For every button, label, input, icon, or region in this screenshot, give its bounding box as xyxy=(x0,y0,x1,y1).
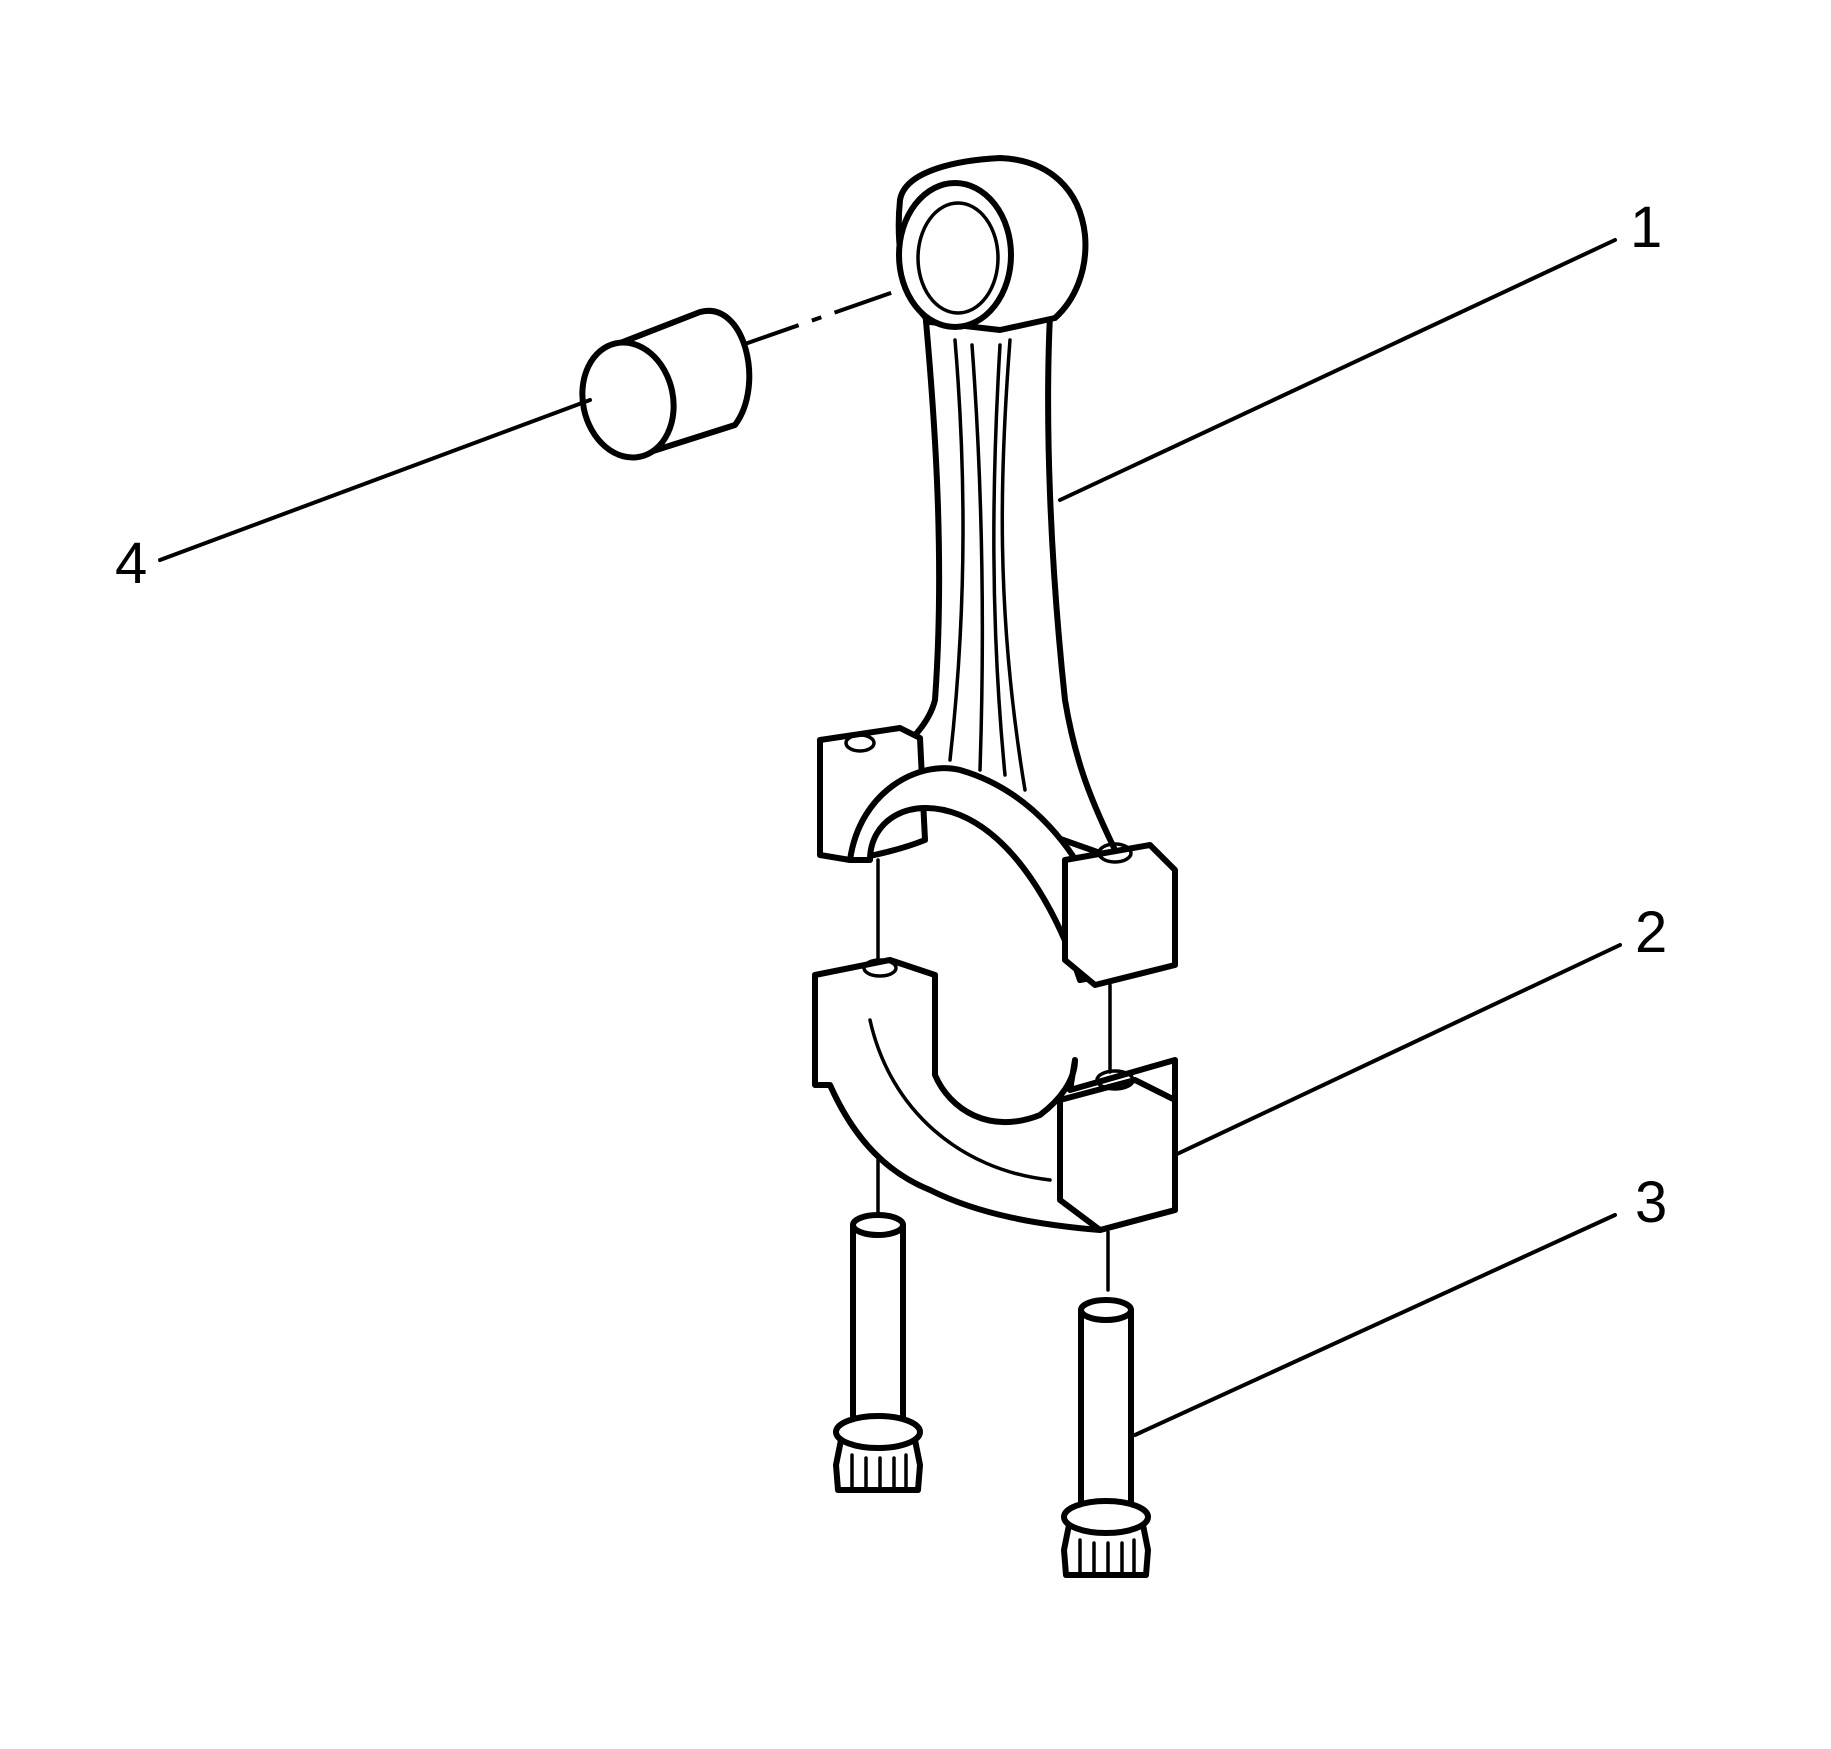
callout-1: 1 xyxy=(1630,195,1662,260)
connecting-rod-bolt-left xyxy=(833,1212,923,1493)
connecting-rod xyxy=(817,155,1178,988)
piston-pin-bushing xyxy=(579,307,753,461)
leader-line-3 xyxy=(1133,1213,1617,1437)
callout-4: 4 xyxy=(115,531,147,596)
connecting-rod-cap xyxy=(812,957,1178,1233)
callout-3: 3 xyxy=(1635,1170,1667,1235)
leader-line-4 xyxy=(158,398,592,562)
leader-line-2 xyxy=(1173,943,1622,1157)
connecting-rod-bolt-right xyxy=(1061,1297,1151,1578)
callout-2: 2 xyxy=(1635,900,1667,965)
leader-line-1 xyxy=(1058,238,1617,502)
